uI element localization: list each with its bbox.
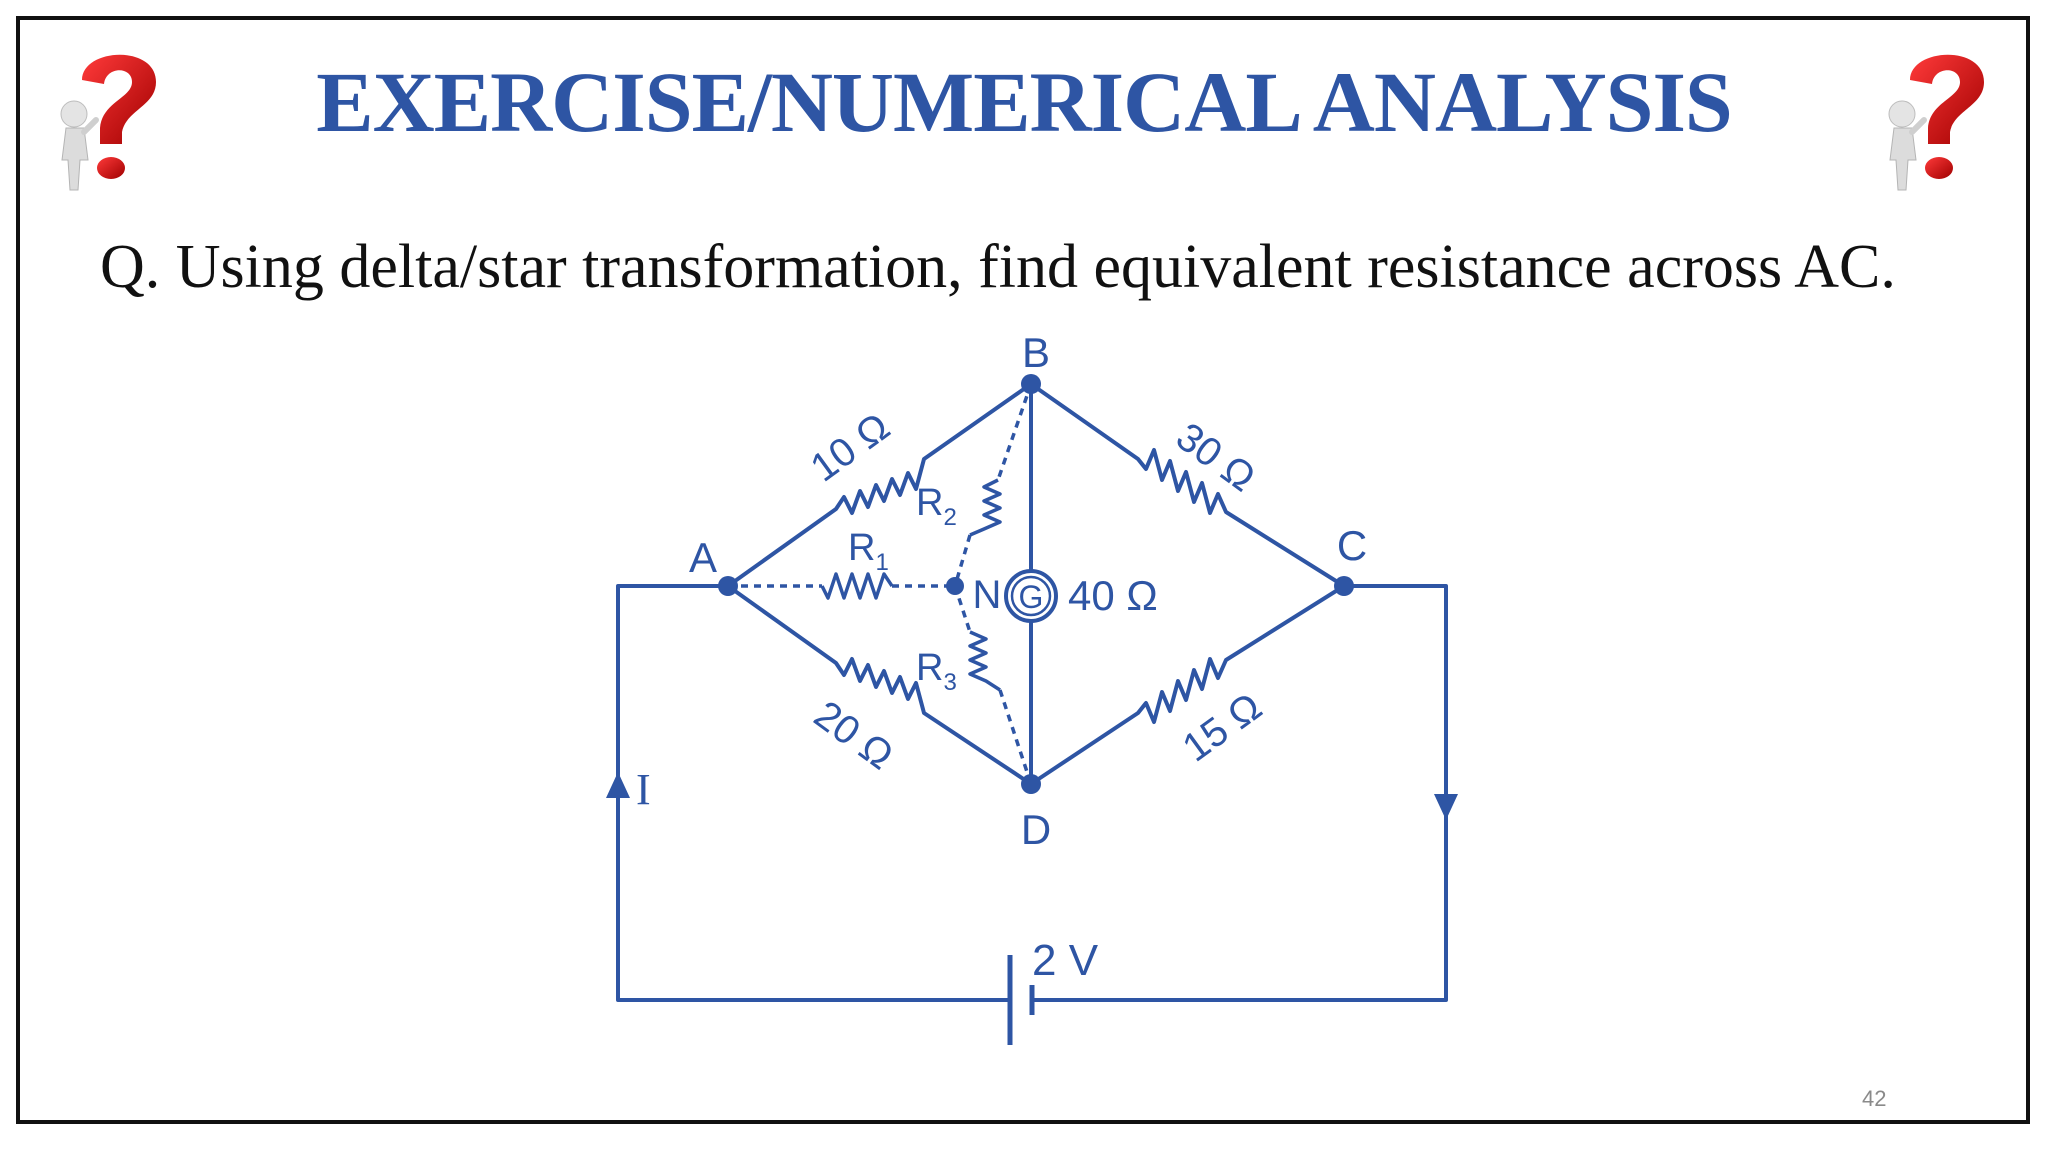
resistor-dc-value: 15 Ω xyxy=(1175,685,1270,771)
node-label-a: A xyxy=(689,534,717,581)
resistor-ad-value: 20 Ω xyxy=(806,693,901,779)
r3-main: R xyxy=(916,647,943,689)
dashed-nd-upper xyxy=(953,585,972,633)
r2-subscript: 2 xyxy=(943,504,956,531)
node-a-dot xyxy=(718,576,738,596)
question-text: Q. Using delta/star transformation, find… xyxy=(100,233,1896,301)
node-n-dot xyxy=(946,577,964,595)
r1-main: R xyxy=(848,527,875,569)
current-label: I xyxy=(636,765,651,814)
dashed-nd-lower xyxy=(998,689,1033,785)
resistor-r3-label: R3 xyxy=(916,647,957,696)
galvanometer-outer-ring xyxy=(1004,569,1058,623)
wire-outer-right xyxy=(1030,584,1448,1002)
resistor-r2 xyxy=(969,478,1002,537)
wire-ad xyxy=(726,584,1033,786)
dashed-nb-upper xyxy=(996,383,1033,481)
slide-title: EXERCISE/NUMERICAL ANALYSIS xyxy=(316,54,1733,150)
resistor-bd-value: 40 Ω xyxy=(1068,572,1158,619)
battery-label: 2 V xyxy=(1032,936,1099,985)
node-c-dot xyxy=(1334,576,1354,596)
resistor-r3 xyxy=(968,630,1001,692)
node-label-b: B xyxy=(1022,329,1050,376)
r3-subscript: 3 xyxy=(943,669,956,696)
resistor-ab-value: 10 Ω xyxy=(803,405,898,491)
resistor-r1-label: R1 xyxy=(848,527,889,576)
galvanometer-inner-ring xyxy=(1010,575,1052,617)
galvanometer-label: G xyxy=(1019,579,1044,615)
r2-main: R xyxy=(916,482,943,524)
resistor-bc-value: 30 Ω xyxy=(1168,415,1263,501)
question-mark-figure-icon xyxy=(1888,54,1984,191)
page-number: 42 xyxy=(1862,1086,1887,1111)
wire-ab xyxy=(726,382,1033,588)
node-label-d: D xyxy=(1021,806,1051,853)
question-mark-figure-icon xyxy=(60,54,156,191)
resistor-r1 xyxy=(820,572,894,600)
wire-bc xyxy=(1029,382,1346,588)
node-label-c: C xyxy=(1337,522,1367,569)
slide-frame xyxy=(16,16,2030,1124)
node-d-dot xyxy=(1021,774,1041,794)
current-arrow-up-icon xyxy=(606,772,630,798)
wire-dc xyxy=(1029,584,1346,786)
current-arrow-down-icon xyxy=(1434,794,1458,820)
node-label-n: N xyxy=(973,573,1002,617)
resistor-r2-label: R2 xyxy=(916,482,957,531)
node-b-dot xyxy=(1021,374,1041,394)
r1-subscript: 1 xyxy=(875,549,888,576)
